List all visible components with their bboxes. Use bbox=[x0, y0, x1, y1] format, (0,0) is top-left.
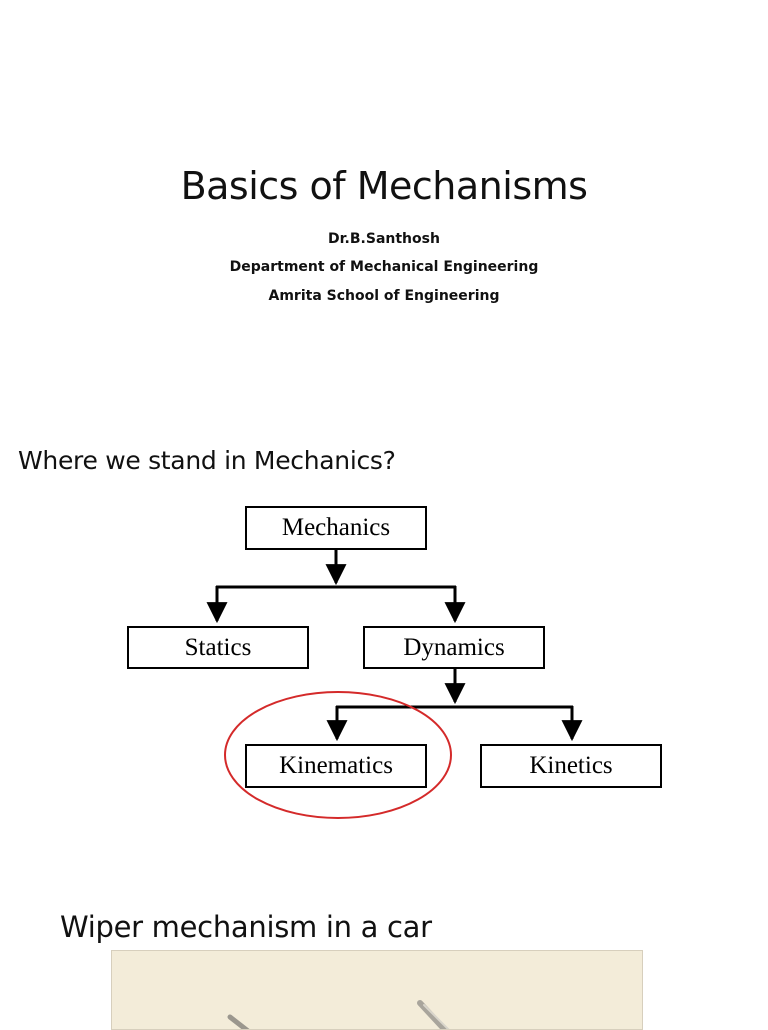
kinematics-highlight-ellipse bbox=[224, 691, 452, 819]
wiper-mechanism-photo bbox=[111, 950, 643, 1030]
section-heading-mechanics: Where we stand in Mechanics? bbox=[18, 446, 396, 475]
node-statics: Statics bbox=[127, 626, 309, 669]
slide-title: Basics of Mechanisms bbox=[180, 164, 588, 208]
section-heading-wiper: Wiper mechanism in a car bbox=[60, 910, 432, 944]
node-kinetics: Kinetics bbox=[480, 744, 662, 788]
node-mechanics: Mechanics bbox=[245, 506, 427, 550]
author-name: Dr.B.Santhosh bbox=[328, 231, 440, 247]
node-dynamics: Dynamics bbox=[363, 626, 545, 669]
department-name: Department of Mechanical Engineering bbox=[229, 259, 539, 275]
wiper-arm-shapes bbox=[227, 1000, 450, 1029]
school-name: Amrita School of Engineering bbox=[268, 288, 500, 304]
node-kinematics: Kinematics bbox=[245, 744, 427, 788]
